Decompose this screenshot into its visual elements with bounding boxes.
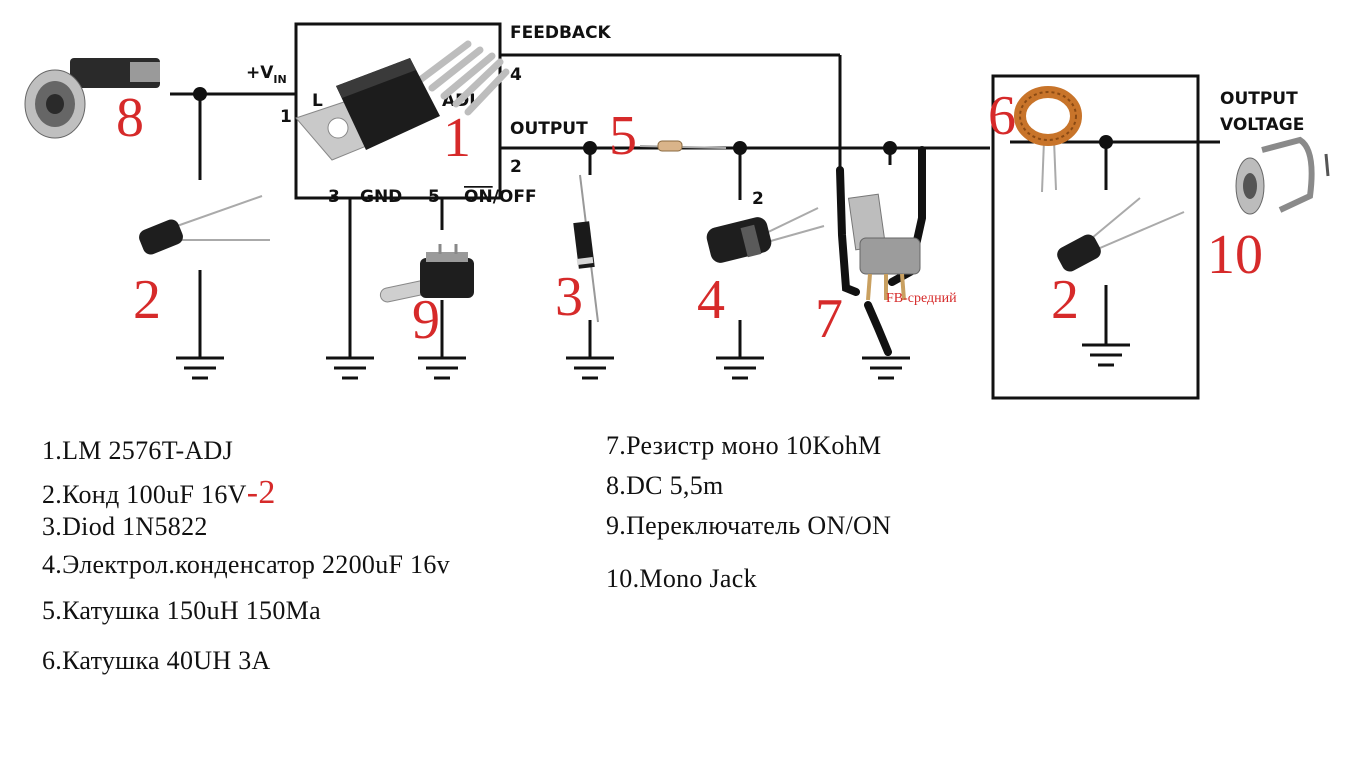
ground-symbol-4 xyxy=(566,356,614,380)
legend-item-6: 6.Катушка 40UH 3A xyxy=(42,646,271,675)
callout-6: 6 xyxy=(988,85,1016,147)
callout-7: 7 xyxy=(815,288,843,350)
schematic-diagram: FEEDBACK 4 +VIN 1 OUTPUT 2 3 GND 5 ON/OF… xyxy=(24,22,1330,400)
ground-symbols xyxy=(176,343,1130,380)
ground-symbol-6 xyxy=(862,356,910,380)
small-capacitor-image-left xyxy=(139,195,270,255)
legend-item-2-tag: -2 xyxy=(246,474,276,511)
ground-symbol-7 xyxy=(1082,343,1130,367)
small-capacitor-image-right xyxy=(1057,197,1185,272)
chip-label-left: L xyxy=(312,91,323,111)
potentiometer-image xyxy=(847,193,921,301)
legend-item-2: 2.Конд 100uF 16V-2 xyxy=(42,474,276,512)
pin-number-5: 5 xyxy=(428,187,440,207)
ground-symbol-3 xyxy=(418,356,466,380)
callout-5: 5 xyxy=(609,105,637,167)
pin-label-vin: +VIN xyxy=(246,63,287,86)
regulator-chip-image xyxy=(295,40,510,161)
pin-number-2: 2 xyxy=(510,157,522,177)
callout-2-right: 2 xyxy=(1051,269,1079,331)
junction-dots xyxy=(193,87,1113,155)
legend-item-9: 9.Переключатель ON/ON xyxy=(606,511,892,540)
diode-image xyxy=(573,174,599,323)
pin-number-3: 3 xyxy=(328,187,340,207)
vin-main: +V xyxy=(246,63,274,83)
regulator-box xyxy=(294,22,502,200)
off-label: /OFF xyxy=(493,187,537,207)
pin-label-gnd: GND xyxy=(360,187,402,207)
output-voltage-label-1: OUTPUT xyxy=(1220,89,1298,109)
ground-symbol-1 xyxy=(176,356,224,380)
legend-item-4: 4.Электрол.конденсатор 2200uF 16v xyxy=(42,550,450,579)
legend-item-1: 1.LM 2576T-ADJ xyxy=(42,436,234,465)
cap-bar-label: 2 xyxy=(752,189,764,209)
legend-item-7: 7.Резистр моно 10KohM xyxy=(606,431,882,460)
legend-item-10: 10.Mono Jack xyxy=(606,564,757,593)
pin-number-4: 4 xyxy=(510,65,522,85)
callout-3: 3 xyxy=(555,266,583,328)
small-inductor-image xyxy=(639,140,727,152)
callout-9: 9 xyxy=(412,289,440,351)
ground-symbol-5 xyxy=(716,356,764,380)
callout-8: 8 xyxy=(116,87,144,149)
toroid-inductor-image xyxy=(1014,86,1082,193)
mono-jack-image xyxy=(1235,136,1330,215)
wires xyxy=(170,53,1220,358)
electrolytic-capacitor-image xyxy=(706,207,825,263)
legend-item-5: 5.Катушка 150uH 150Ma xyxy=(42,596,321,625)
ground-symbol-2 xyxy=(326,356,374,380)
pin-number-1: 1 xyxy=(280,107,292,127)
pot-note: FB-средний xyxy=(886,291,957,306)
legend-item-8: 8.DC 5,5m xyxy=(606,471,724,500)
legend-item-2-text: 2.Конд 100uF 16V xyxy=(42,480,247,509)
output-voltage-label-2: VOLTAGE xyxy=(1220,115,1304,135)
callout-1: 1 xyxy=(443,107,471,169)
output-section-box xyxy=(991,74,1200,400)
pin-label-onoff: ON/OFF xyxy=(464,187,537,207)
pin-label-feedback: FEEDBACK xyxy=(510,23,612,43)
vin-sub: IN xyxy=(273,73,286,86)
pin-label-output: OUTPUT xyxy=(510,119,588,139)
callout-10: 10 xyxy=(1207,224,1263,286)
on-overlined: ON xyxy=(464,187,493,207)
dc-jack-image xyxy=(24,58,160,139)
callout-2-left: 2 xyxy=(133,269,161,331)
legend-item-3: 3.Diod 1N5822 xyxy=(42,512,208,541)
toggle-switch-image xyxy=(379,244,474,303)
callout-4: 4 xyxy=(697,269,725,331)
